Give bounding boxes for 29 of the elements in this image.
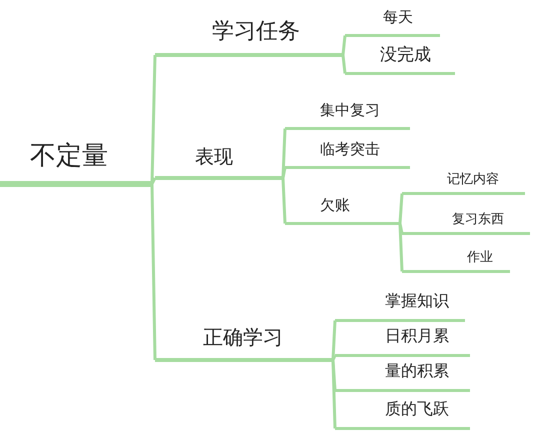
branch-line (282, 127, 286, 178)
branch-line (342, 34, 346, 56)
branch-label: 没完成 (345, 42, 455, 75)
branch-label: 集中复习 (285, 100, 410, 130)
branch-label: 复习东西 (402, 208, 530, 235)
branch-line (332, 360, 336, 430)
branch-label: 质的飞跃 (335, 398, 470, 430)
branch-label: 作业 (402, 246, 510, 273)
branch-label: 学习任务 (155, 16, 343, 57)
branch-line (282, 178, 286, 225)
branch-label: 量的积累 (335, 360, 470, 392)
branch-line (282, 166, 286, 178)
branch-line (342, 54, 346, 75)
branch-line (150, 176, 156, 185)
branch-line (398, 223, 404, 273)
branch-label: 正确学习 (155, 324, 333, 362)
branch-label: 日积月累 (335, 325, 470, 357)
branch-line (150, 184, 156, 362)
branch-line (398, 192, 404, 224)
branch-label: 表现 (155, 144, 283, 180)
branch-label: 不定量 (0, 139, 152, 187)
branch-label: 每天 (345, 7, 440, 37)
branch-line (332, 319, 336, 360)
branch-label: 临考突击 (285, 139, 410, 169)
branch-label: 欠账 (285, 195, 400, 225)
branch-label: 掌握知识 (335, 290, 465, 322)
branch-label: 记忆内容 (402, 168, 525, 195)
branch-line (332, 354, 336, 361)
branch-line (398, 223, 404, 235)
